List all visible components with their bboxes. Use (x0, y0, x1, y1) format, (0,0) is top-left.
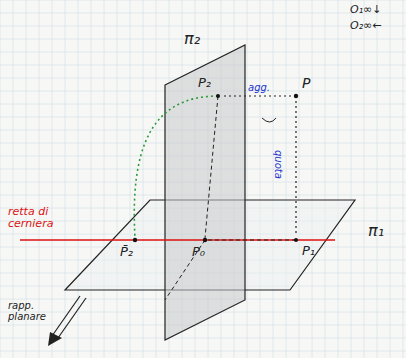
point-name: P₂ (198, 76, 211, 90)
point (294, 94, 298, 98)
point-name: P₁ (302, 244, 315, 258)
note: rapp. planare (8, 300, 48, 322)
point (216, 94, 220, 98)
projection-line (208, 240, 296, 241)
plane-name: π₂ (184, 30, 200, 48)
point (294, 238, 298, 242)
projection-center: O₂∞← (350, 20, 381, 32)
rotation-arc (134, 96, 218, 238)
projection-center: O₁∞↓ (350, 4, 381, 16)
plane-name: π₁ (368, 222, 384, 240)
point (203, 238, 207, 242)
dimension-label: agg. (248, 82, 270, 93)
arrow-head (48, 332, 62, 346)
vertical-plane (165, 45, 245, 340)
point (133, 238, 137, 242)
point-name: P₀ (192, 245, 205, 259)
projection-line (165, 240, 205, 300)
arrow-shaft (52, 296, 80, 336)
dimension-label: quota (273, 150, 284, 179)
arrow-shaft (58, 298, 86, 338)
projection-line (205, 96, 218, 238)
hinge-line (20, 239, 335, 241)
line-name: retta di cerniera (8, 206, 88, 230)
projection-line (295, 96, 296, 236)
angle-arc (262, 118, 276, 122)
projection-line (222, 95, 296, 96)
point-name: P̄₂ (120, 245, 133, 259)
point-name: P (302, 76, 310, 91)
